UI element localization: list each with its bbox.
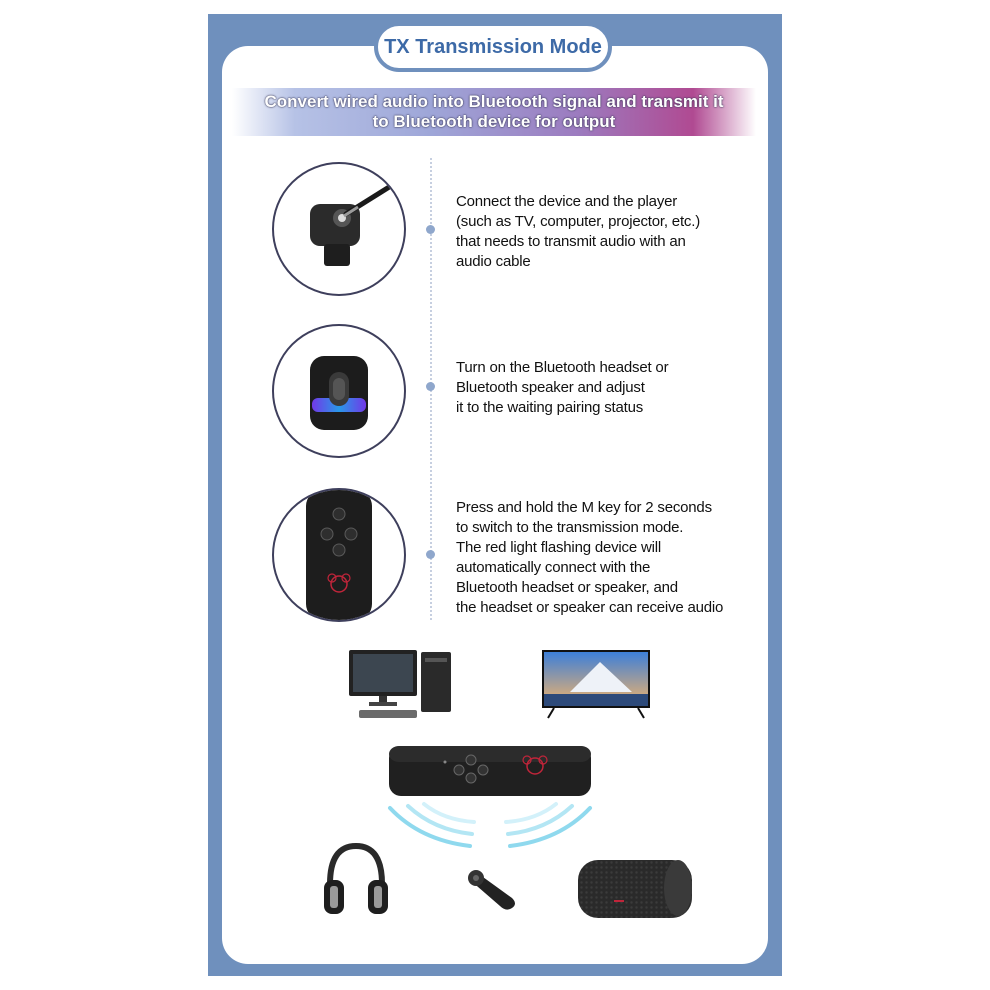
page-title-text: TX Transmission Mode [384,35,602,58]
television-icon [542,650,650,719]
timeline-dot-3 [426,550,435,559]
timeline-dot-2 [426,382,435,391]
bluetooth-transmitter-icon [389,746,591,796]
over-ear-headphones-icon [324,842,388,914]
bluetooth-earpiece-icon [468,870,515,910]
timeline-dot-1 [426,225,435,234]
step-1-image [272,162,406,296]
step-2-text: Turn on the Bluetooth headset or Bluetoo… [456,359,669,416]
signal-waves-icon [388,802,592,848]
step-1-text: Connect the device and the player (such … [456,193,700,270]
portable-speaker-icon [578,860,692,918]
bluetooth-speaker-icon [310,356,368,430]
transmitter-m-key-icon [306,490,372,620]
subtitle-text: Convert wired audio into Bluetooth signa… [264,92,724,131]
step-2-image [272,324,406,458]
step-3-image [272,488,406,622]
device-with-audio-cable-icon [310,181,397,266]
subtitle-banner: Convert wired audio into Bluetooth signa… [232,88,756,136]
desktop-computer-icon [349,650,451,718]
step-3-text: Press and hold the M key for 2 seconds t… [456,499,724,616]
page-title: TX Transmission Mode [374,22,612,72]
